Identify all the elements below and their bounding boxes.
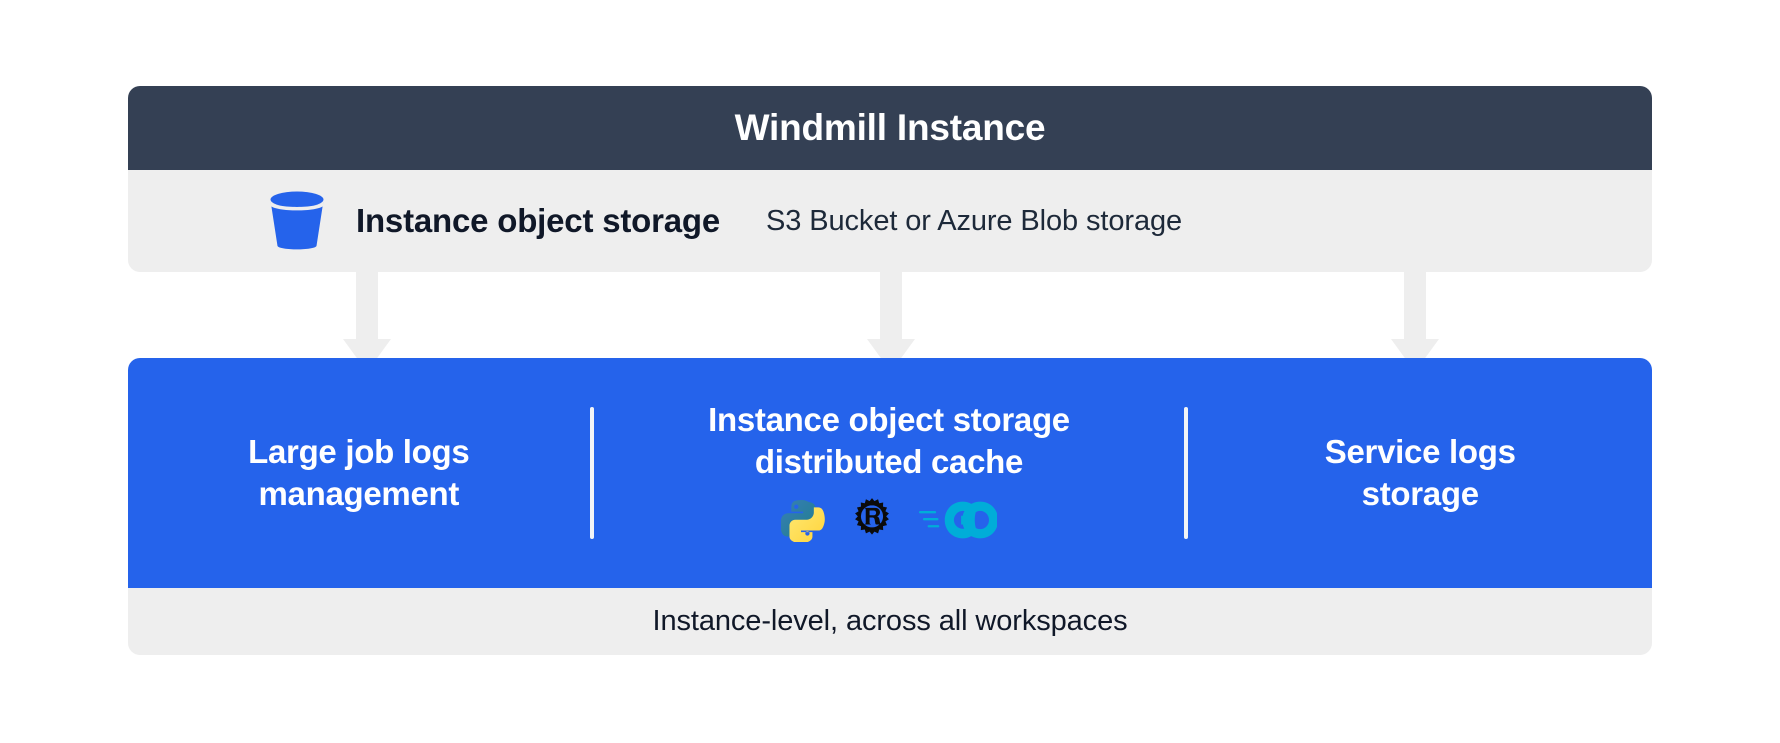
instance-title: Windmill Instance — [734, 107, 1046, 148]
feature-service-logs-storage: Service logs storage — [1188, 358, 1652, 588]
object-storage-description: S3 Bucket or Azure Blob storage — [766, 204, 1183, 237]
go-icon — [919, 501, 997, 539]
scope-footer-text: Instance-level, across all workspaces — [652, 605, 1128, 637]
feature-title: Service logs storage — [1324, 432, 1516, 512]
instance-card: Windmill Instance Instance object storag… — [128, 86, 1652, 272]
connector-arrow-3 — [1391, 268, 1439, 372]
object-storage-label: Instance object storage — [356, 202, 721, 239]
object-storage-row: Instance object storage S3 Bucket or Azu… — [128, 170, 1652, 272]
panel-divider-right — [1184, 407, 1189, 539]
bucket-icon — [270, 191, 324, 250]
features-panel: Large job logs management Instance objec… — [128, 358, 1652, 588]
connector-arrow-1 — [343, 268, 391, 372]
connector-arrow-2 — [867, 268, 915, 372]
rust-icon — [855, 498, 889, 535]
scope-footer: Instance-level, across all workspaces — [128, 588, 1652, 655]
feature-title: Instance object storage distributed cach… — [708, 400, 1070, 480]
feature-large-job-logs-management: Large job logs management — [128, 358, 590, 588]
feature-title: Large job logs management — [248, 432, 470, 512]
instance-header: Windmill Instance — [128, 86, 1652, 170]
feature-instance-object-storage-distributed-cache: Instance object storage distributed cach… — [594, 358, 1185, 588]
panel-divider-left — [589, 407, 594, 539]
language-icons — [781, 497, 997, 543]
python-icon — [781, 500, 825, 543]
